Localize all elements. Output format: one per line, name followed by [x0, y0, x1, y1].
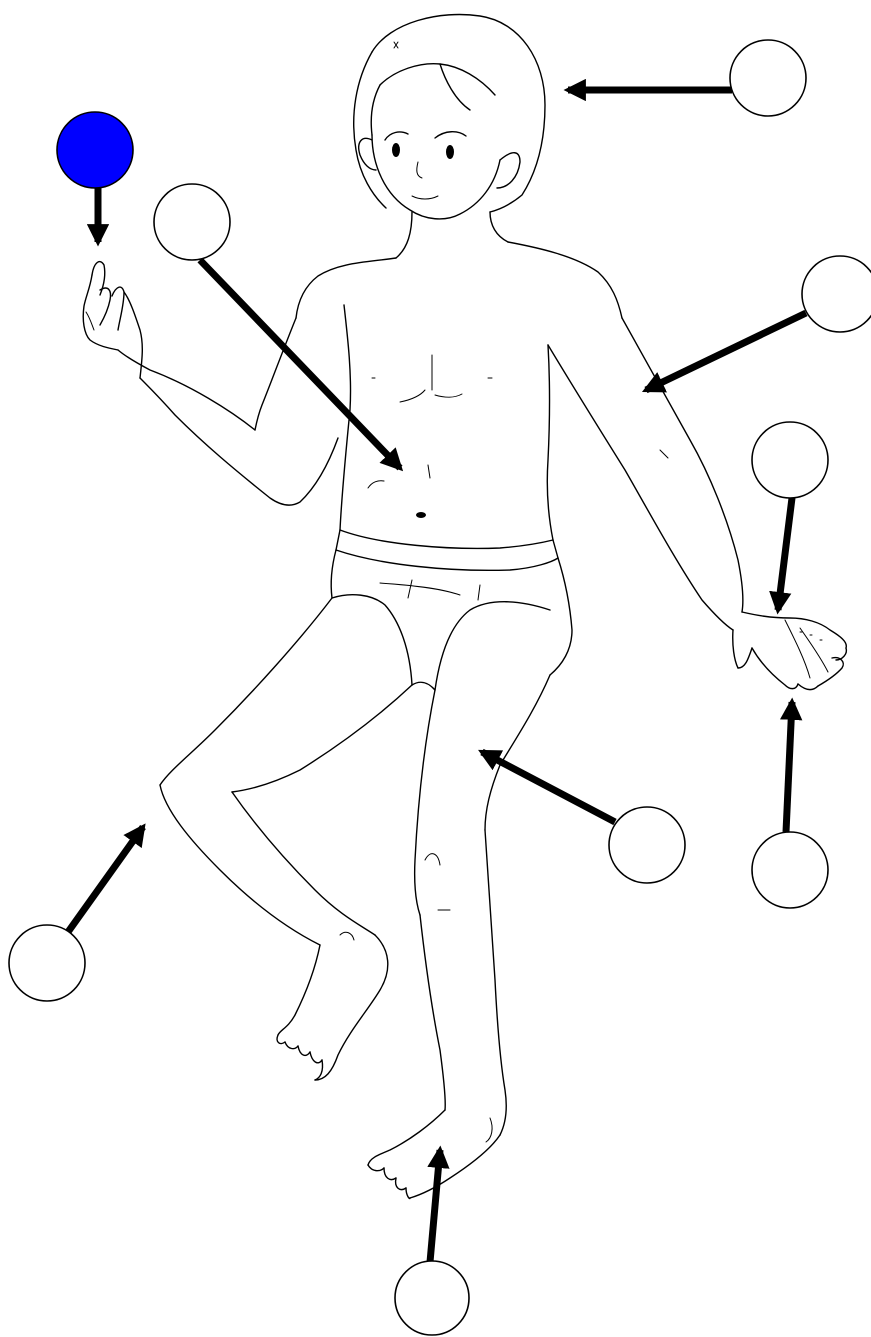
arrow-right-fingers	[786, 702, 792, 832]
arrow-chest-belly	[200, 260, 400, 468]
head-drawing	[354, 15, 545, 219]
torso-drawing	[296, 212, 622, 540]
briefs-drawing	[331, 530, 572, 690]
label-circles	[9, 40, 871, 1335]
arrow-knee-left	[68, 827, 143, 932]
label-circle-right-fingers[interactable]	[752, 832, 828, 908]
label-circle-foot[interactable]	[395, 1261, 469, 1335]
label-circle-chest-belly[interactable]	[154, 184, 230, 260]
left-leg-drawing	[160, 598, 412, 1080]
arrow-foot	[430, 1150, 440, 1262]
label-circle-thigh[interactable]	[609, 807, 685, 883]
label-circle-right-arm[interactable]	[802, 256, 871, 332]
right-arm-drawing	[548, 318, 846, 690]
label-circle-right-hand-back[interactable]	[752, 422, 828, 498]
right-leg-drawing	[368, 675, 550, 1199]
arrow-right-arm	[646, 313, 806, 390]
label-circle-knee-left[interactable]	[9, 925, 85, 1001]
arrow-thigh	[482, 752, 615, 822]
label-circle-left-fingers[interactable]	[57, 112, 133, 188]
label-circle-head[interactable]	[730, 40, 806, 116]
arrow-right-hand-back	[778, 498, 792, 610]
left-arm-drawing	[83, 262, 338, 506]
